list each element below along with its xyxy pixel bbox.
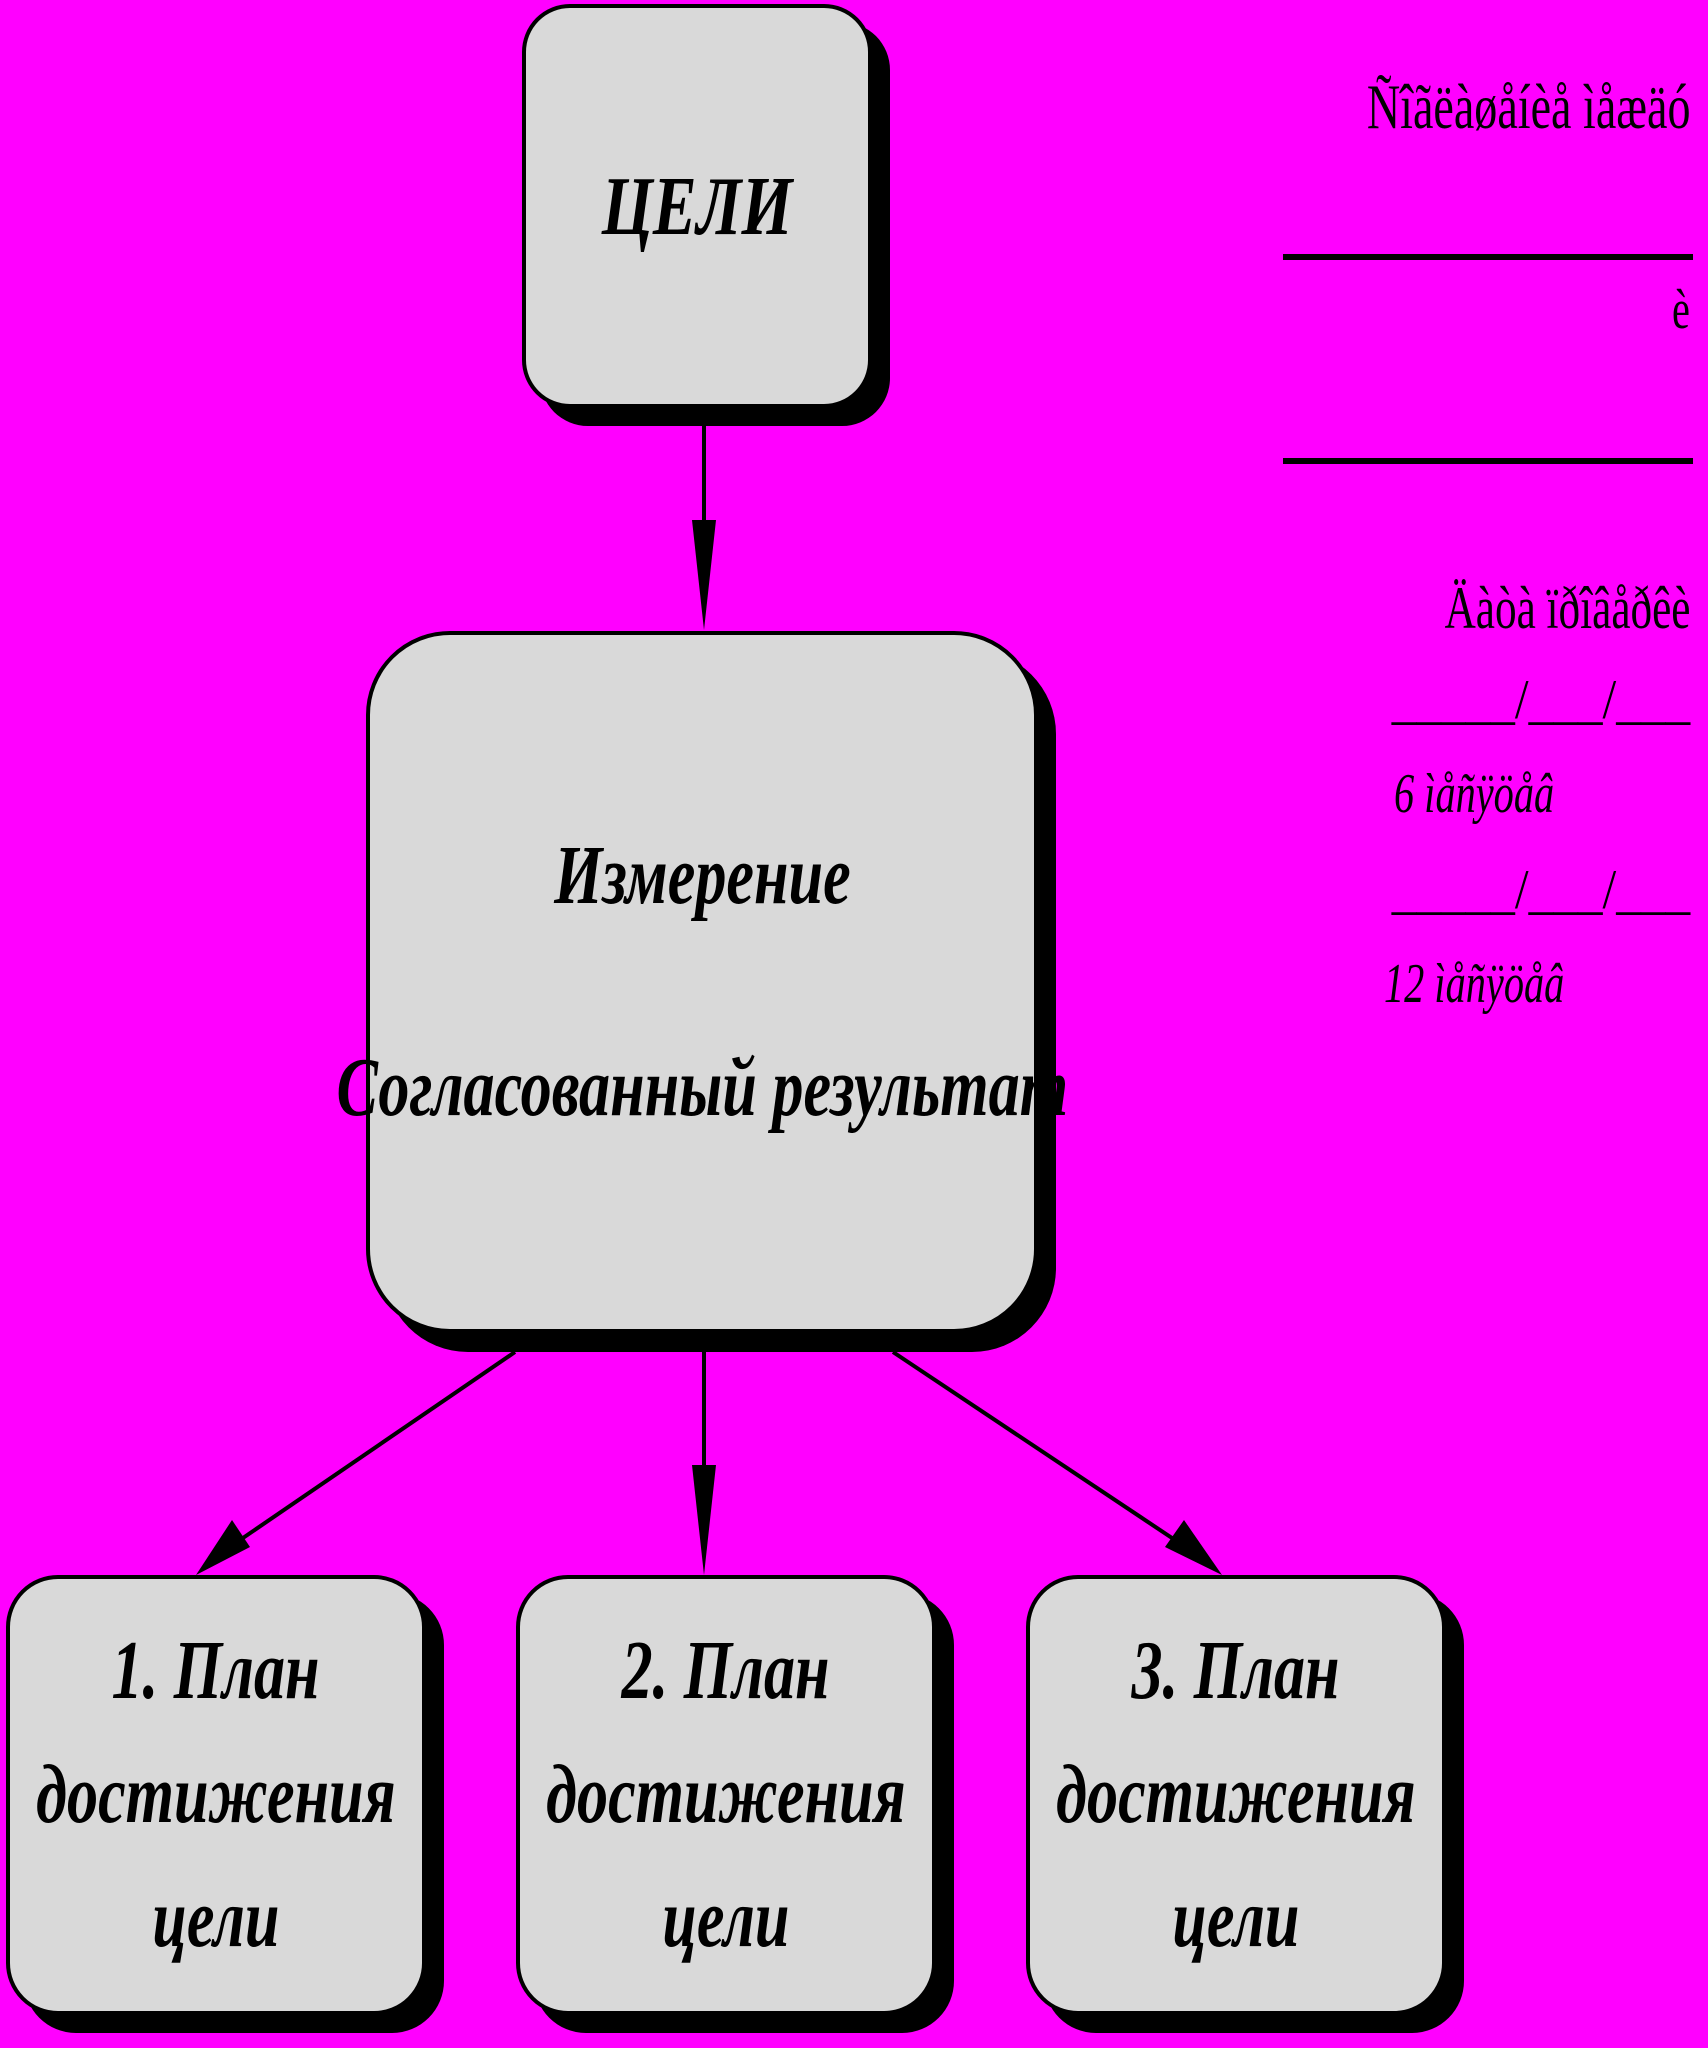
plan-2-line2: достижения (546, 1748, 906, 1841)
plan-1-line1: 1. План (111, 1624, 321, 1717)
arrowhead-measure-to-plan-2 (692, 1465, 716, 1575)
arrowhead-measure-to-plan-1 (196, 1520, 250, 1575)
plan-3-box: 3. План достижения цели (1026, 1575, 1446, 2015)
signature-line-2 (1283, 458, 1693, 464)
and-text: è (1672, 279, 1690, 341)
date-blank-6-months: _____/___/___ (1391, 669, 1690, 731)
agreement-text: Ñîãëàøåíèå ìåæäó (1366, 71, 1690, 142)
plan-3-line2: достижения (1056, 1748, 1416, 1841)
plan-3-line3: цели (1172, 1872, 1300, 1965)
plan-2-box: 2. План достижения цели (516, 1575, 936, 2015)
date-blank-12-months: _____/___/___ (1391, 859, 1690, 921)
goals-box: ЦЕЛИ (522, 4, 872, 408)
measure-box: Измерение Согласованный результат (336, 631, 1068, 1333)
edge-measure-to-plan-3 (891, 1350, 1177, 1542)
plan-1-line2: достижения (36, 1748, 396, 1841)
plan-2-line1: 2. План (621, 1624, 831, 1717)
measure-label: Измерение (553, 829, 851, 922)
connector-group (196, 425, 1222, 1575)
twelve-months-label: 12 ìåñÿöåâ (1384, 953, 1565, 1015)
six-months-label: 6 ìåñÿöåâ (1394, 763, 1555, 825)
arrowhead-goals-to-measure (692, 520, 716, 630)
goals-label: ЦЕЛИ (601, 159, 793, 253)
signature-line-1 (1283, 254, 1693, 260)
agreed-result-label: Согласованный результат (336, 1041, 1068, 1134)
plan-1-box: 1. План достижения цели (6, 1575, 426, 2015)
edge-measure-to-plan-1 (238, 1350, 517, 1542)
plan-2-line3: цели (662, 1872, 790, 1965)
review-date-label: Äàòà ïðîâåðêè (1444, 575, 1690, 641)
plan-3-line1: 3. План (1131, 1624, 1341, 1717)
arrowhead-measure-to-plan-3 (1165, 1520, 1222, 1575)
plan-1-line3: цели (152, 1872, 280, 1965)
